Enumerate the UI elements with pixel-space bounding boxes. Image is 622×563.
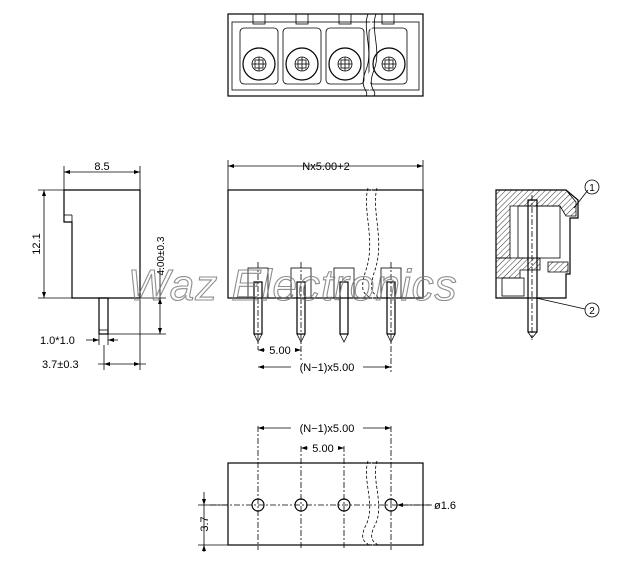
screw-1 — [239, 27, 279, 85]
dim-height: 12.1 — [31, 233, 43, 254]
screw-4 — [368, 27, 408, 85]
dim-pin-length: 4.00±0.3 — [156, 236, 167, 275]
dim-pitch-span: (N−1)x5.00 — [300, 362, 355, 374]
section-view: 1 2 — [495, 179, 600, 340]
dim-pin-offset: 3.7±0.3 — [42, 359, 79, 371]
dim-pin-size: 1.0*1.0 — [40, 335, 75, 347]
hole-4 — [384, 426, 398, 550]
hole-1 — [251, 426, 265, 550]
front-pin-2 — [290, 262, 312, 360]
callout-1: 1 — [589, 183, 595, 194]
dim-pitch-bottom: 5.00 — [312, 443, 333, 455]
front-pin-3 — [333, 267, 355, 343]
front-view: Nx5.00+2 5.00 (N−1)x5.00 — [227, 160, 424, 374]
bottom-view: (N−1)x5.00 5.00 3.7 ø1.6 — [198, 422, 456, 552]
callout-2: 2 — [589, 306, 595, 317]
dim-width: 8.5 — [94, 161, 109, 173]
front-pin-4 — [380, 262, 402, 372]
screw-2 — [282, 27, 322, 85]
hole-2 — [294, 446, 308, 550]
front-pin-1 — [247, 262, 269, 350]
dim-row-offset: 3.7 — [199, 516, 211, 531]
dim-pitch: 5.00 — [269, 345, 290, 357]
dim-overall-length: Nx5.00+2 — [302, 161, 349, 173]
top-view — [227, 13, 424, 97]
hole-3 — [337, 446, 351, 550]
screw-3 — [325, 27, 365, 85]
dim-pitch-span-bottom: (N−1)x5.00 — [300, 423, 355, 435]
dim-hole-diameter: ø1.6 — [434, 500, 456, 512]
watermark: Waz Electronics — [128, 261, 458, 310]
side-view: 8.5 12.1 4.00±0.3 1.0*1.0 3.7±0.3 — [31, 161, 167, 371]
